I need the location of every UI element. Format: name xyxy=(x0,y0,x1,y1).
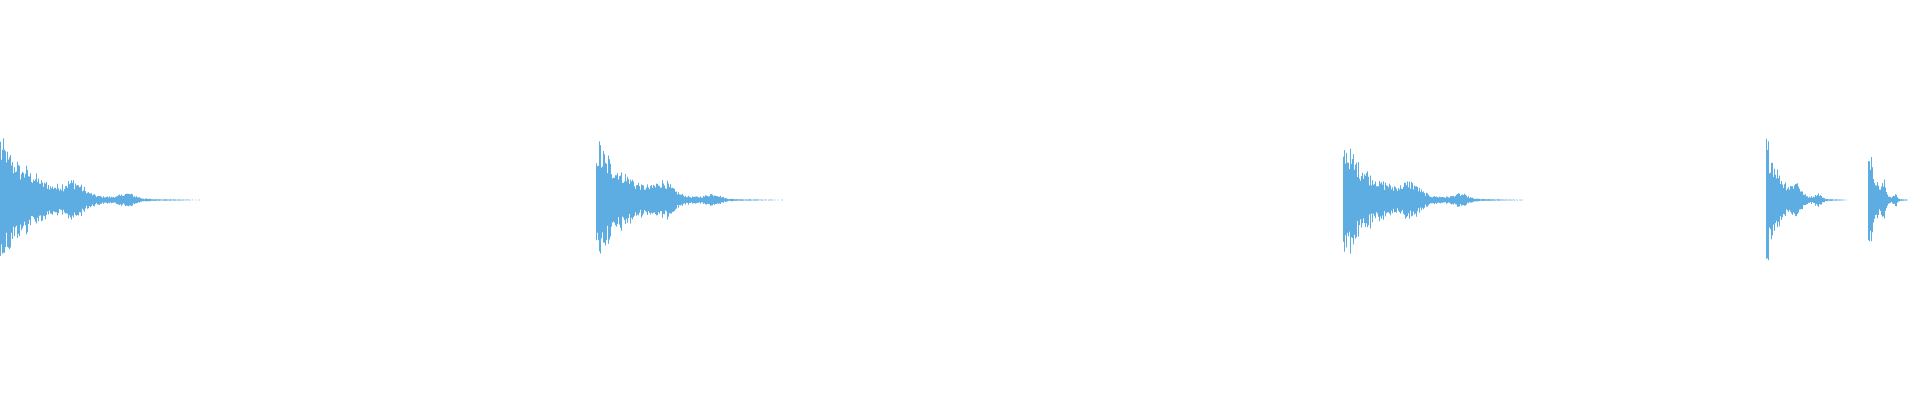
waveform-trace xyxy=(0,138,1908,261)
